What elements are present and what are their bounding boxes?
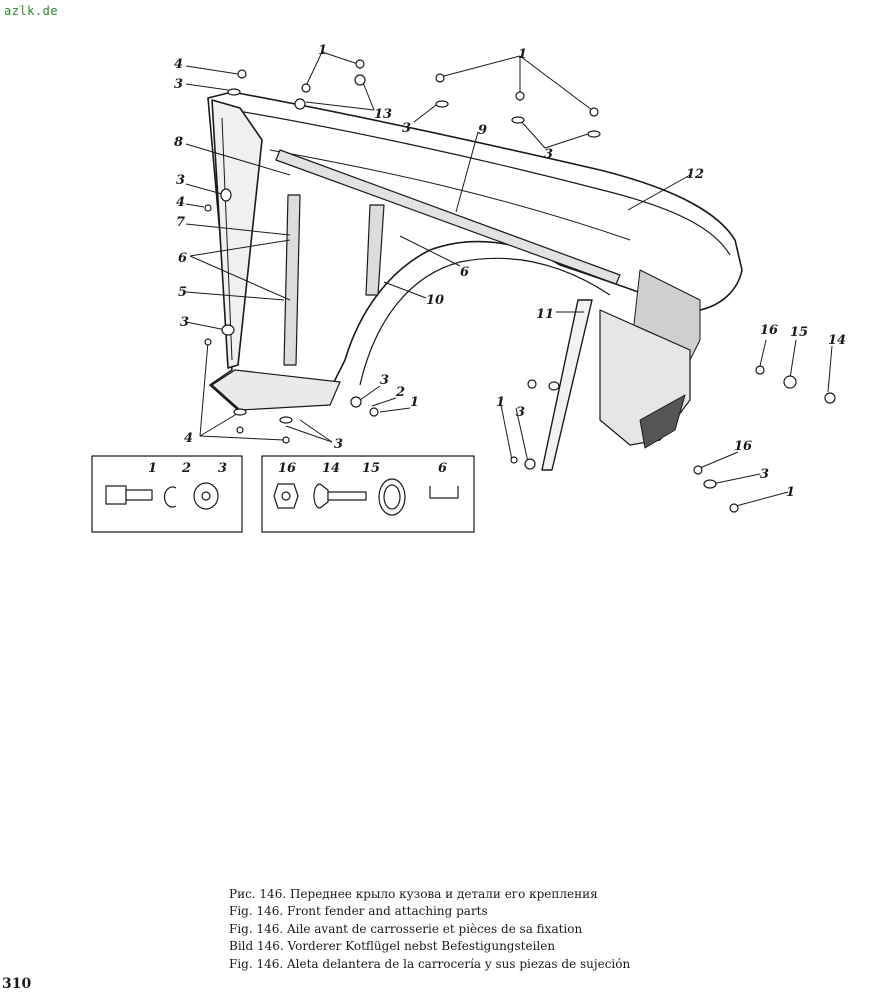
callout-5: 5 xyxy=(178,285,187,300)
callout-3: 3 xyxy=(544,147,553,162)
callout-3: 3 xyxy=(760,467,769,482)
callout-13: 13 xyxy=(374,107,392,122)
callout-1: 1 xyxy=(518,47,527,62)
bracket-11 xyxy=(541,299,593,471)
page-number: 310 xyxy=(2,976,32,992)
legend-box-right xyxy=(261,455,475,533)
callout-10: 10 xyxy=(426,293,444,308)
callout-8: 8 xyxy=(174,135,183,150)
caption-de: Bild 146. Vorderer Kotflügel nebst Befes… xyxy=(229,939,556,954)
callout-3: 3 xyxy=(180,315,189,330)
legend-callout-14: 14 xyxy=(322,461,340,476)
legend-callout-1: 1 xyxy=(148,461,157,476)
legend-callout-16: 16 xyxy=(278,461,296,476)
legend-box-left xyxy=(91,455,243,533)
callout-3: 3 xyxy=(176,173,185,188)
callout-1: 1 xyxy=(496,395,505,410)
callout-3: 3 xyxy=(174,77,183,92)
caption-ru: Рис. 146. Переднее крыло кузова и детали… xyxy=(229,887,598,901)
callout-6: 6 xyxy=(178,251,187,266)
legend-callout-15: 15 xyxy=(362,461,380,476)
callout-1: 1 xyxy=(410,395,419,410)
legend-callout-6: 6 xyxy=(438,461,447,476)
callout-16: 16 xyxy=(760,323,778,338)
callout-11: 11 xyxy=(536,307,554,322)
callout-3: 3 xyxy=(516,405,525,420)
callout-7: 7 xyxy=(176,215,185,230)
callout-6: 6 xyxy=(460,265,469,280)
callout-16: 16 xyxy=(734,439,752,454)
callout-1: 1 xyxy=(318,43,327,58)
callout-12: 12 xyxy=(686,167,704,182)
watermark: azlk.de xyxy=(4,4,59,18)
caption-fr: Fig. 146. Aile avant de carrosserie et p… xyxy=(229,921,583,936)
legend-callout-3: 3 xyxy=(218,461,227,476)
figure-captions: Рис. 146. Переднее крыло кузова и детали… xyxy=(229,886,630,973)
callout-3: 3 xyxy=(334,437,343,452)
callout-3: 3 xyxy=(380,373,389,388)
callout-15: 15 xyxy=(790,325,808,340)
callout-14: 14 xyxy=(828,333,846,348)
callout-4: 4 xyxy=(184,431,193,446)
caption-es: Fig. 146. Aleta delantera de la carrocer… xyxy=(229,956,631,971)
callout-4: 4 xyxy=(174,57,183,72)
caption-en: Fig. 146. Front fender and attaching par… xyxy=(229,904,488,919)
callout-1: 1 xyxy=(786,485,795,500)
callout-4: 4 xyxy=(176,195,185,210)
callout-2: 2 xyxy=(395,385,405,400)
callout-3: 3 xyxy=(402,121,411,136)
callout-9: 9 xyxy=(478,123,487,138)
legend-callout-2: 2 xyxy=(181,461,191,476)
